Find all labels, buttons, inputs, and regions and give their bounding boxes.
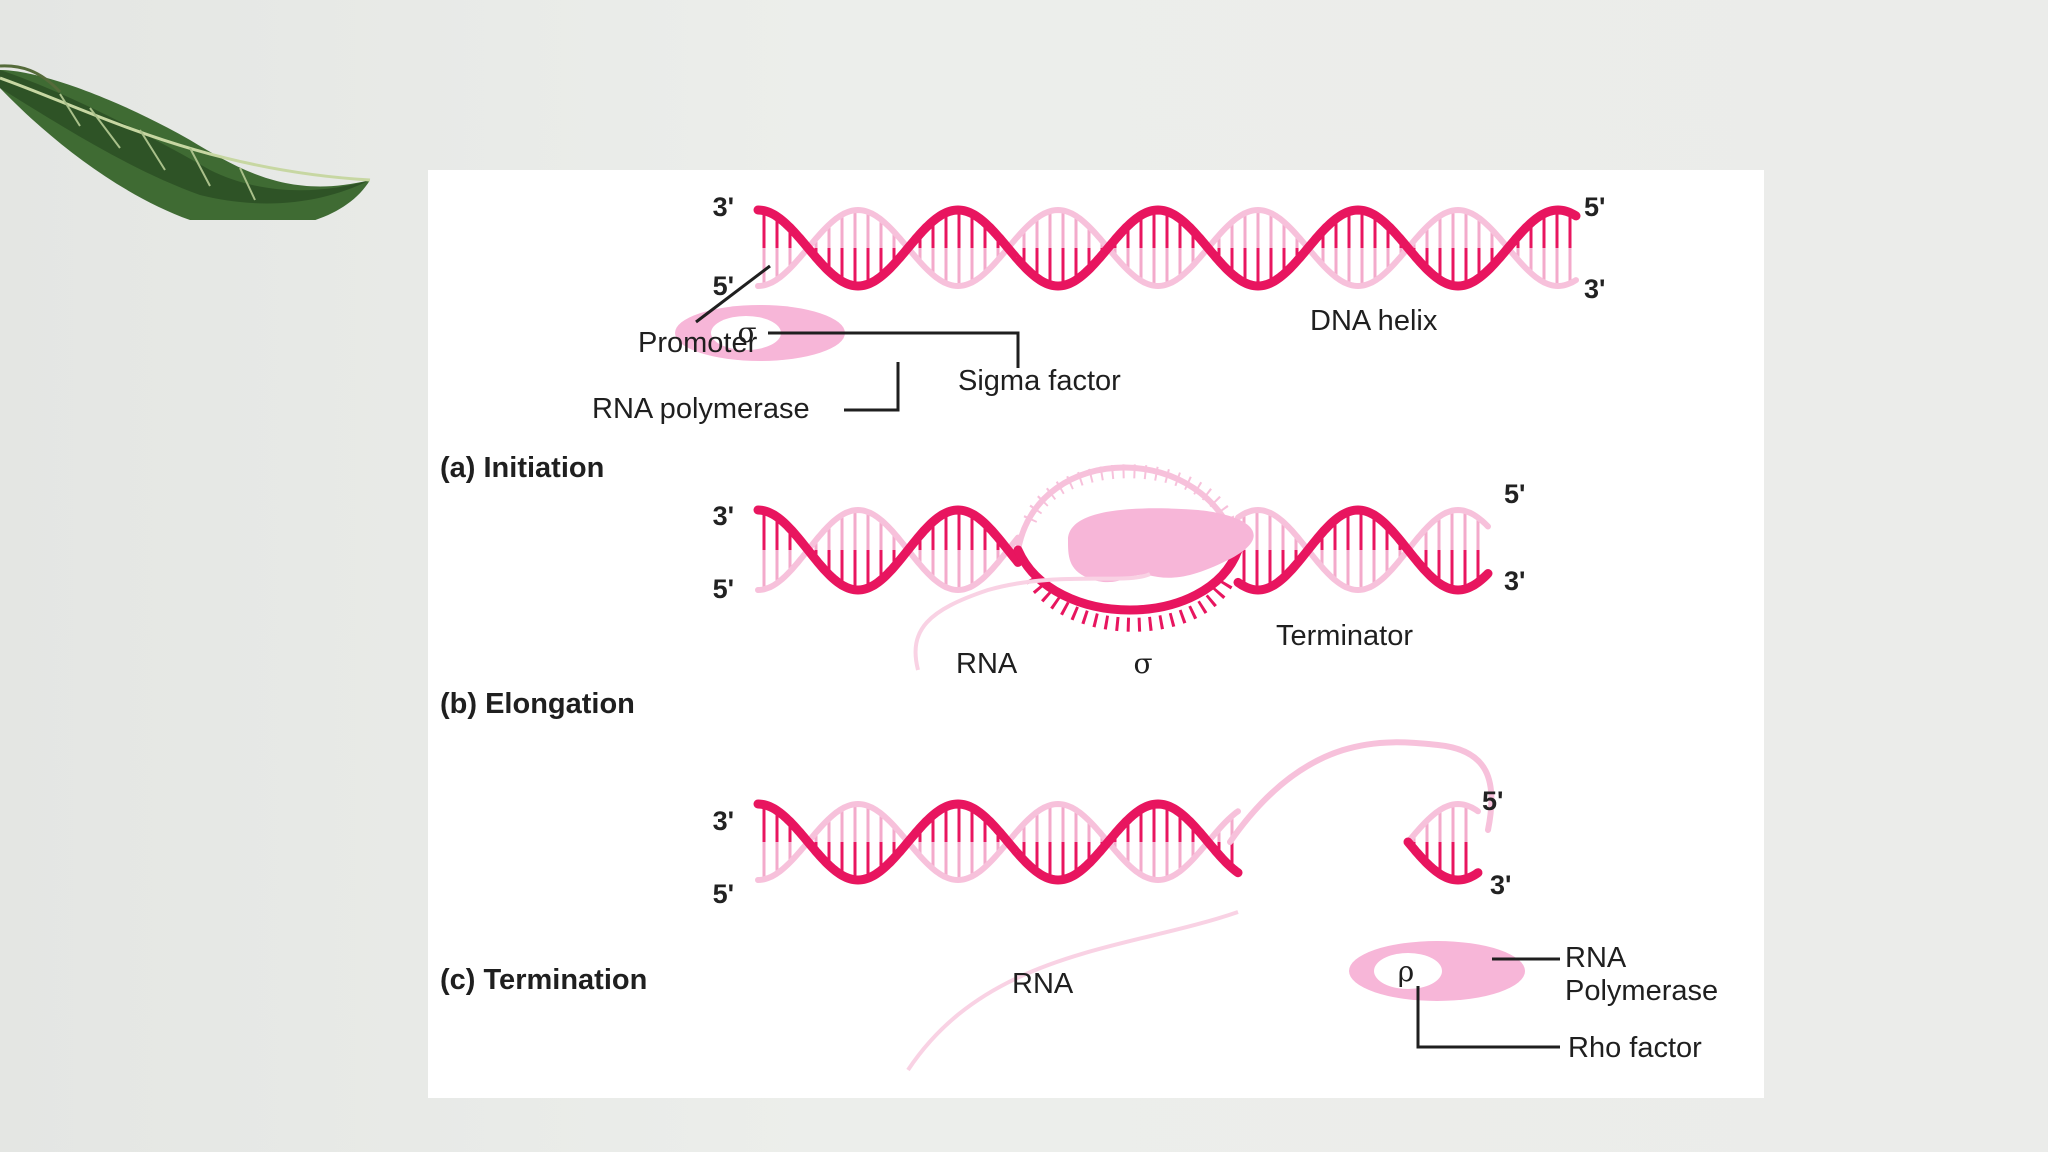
initiation-dna-helix — [753, 205, 1581, 291]
termination-rna-polymerase-label-line2: Polymerase — [1565, 975, 1718, 1007]
termination-dna-helix — [753, 799, 1483, 885]
elongation-rna-transcript — [913, 572, 1151, 671]
elongation-template-strand — [755, 506, 1021, 594]
termination-right-bottom-end: 3' — [1490, 870, 1511, 900]
initiation-sigma-symbol: σ — [737, 316, 756, 349]
termination-left-bottom-end: 5' — [713, 879, 734, 909]
termination-rna-label: RNA — [1012, 968, 1074, 1000]
elongation-template-strand — [1235, 506, 1491, 594]
initiation-template-strand — [755, 206, 1579, 290]
initiation-sigma-shape — [711, 316, 781, 350]
initiation-right-bottom-end: 3' — [1584, 274, 1605, 304]
elongation-rna-label: RNA — [956, 648, 1018, 680]
initiation-left-top-end: 3' — [713, 192, 734, 222]
initiation-coding-strand — [753, 205, 1581, 291]
termination-released-strand — [1227, 739, 1495, 845]
termination-coding-strand — [1403, 837, 1483, 885]
initiation-right-top-end: 5' — [1584, 192, 1605, 222]
elongation-sigma-symbol: σ — [1133, 647, 1152, 680]
elongation-bubble-rungs-bottom — [1025, 574, 1235, 632]
rna-polymerase-leader — [844, 362, 900, 412]
initiation-left-bottom-end: 5' — [713, 271, 734, 301]
dna-helix-label: DNA helix — [1310, 305, 1438, 337]
terminator-label: Terminator — [1276, 620, 1413, 652]
sigma-factor-leader — [768, 331, 1020, 368]
elongation-left-bottom-end: 5' — [713, 574, 734, 604]
elongation-right-bottom-end: 3' — [1504, 566, 1525, 596]
termination-rho-symbol: ρ — [1398, 955, 1414, 988]
rho-factor-leader — [1416, 986, 1560, 1049]
elongation-coding-strand — [753, 505, 1023, 595]
termination-template-strand — [1405, 800, 1481, 845]
elongation-stage-label: (b) Elongation — [440, 688, 635, 720]
termination-stage-label: (c) Termination — [440, 964, 647, 996]
rho-factor-label: Rho factor — [1568, 1032, 1702, 1064]
elongation-right-top-end: 5' — [1504, 479, 1525, 509]
sigma-factor-label: Sigma factor — [958, 365, 1121, 397]
elongation-dna-helix — [753, 505, 1493, 595]
termination-template-strand — [755, 800, 1241, 884]
rna-polymerase-label: RNA polymerase — [592, 393, 810, 425]
transcription-diagram-panel: 3' 5' 5' 3' Promoter σ Sigma factor RNA … — [428, 170, 1764, 1098]
termination-rna-polymerase-label-line1: RNA — [1565, 942, 1627, 974]
termination-left-top-end: 3' — [713, 806, 734, 836]
leaf-icon — [0, 64, 371, 220]
termination-right-top-end: 5' — [1482, 786, 1503, 816]
termination-coding-strand — [753, 799, 1243, 885]
initiation-stage-label: (a) Initiation — [440, 452, 604, 484]
termination-rho-shape — [1374, 953, 1442, 989]
promoter-leader — [695, 264, 771, 324]
elongation-coding-strand — [1233, 505, 1493, 595]
promoter-label: Promoter — [638, 327, 758, 359]
termination-rna-transcript — [906, 910, 1239, 1072]
transcription-diagram: 3' 5' 5' 3' Promoter σ Sigma factor RNA … — [440, 192, 1718, 1072]
elongation-left-top-end: 3' — [713, 501, 734, 531]
elongation-rna-polymerase-shape — [1068, 508, 1254, 583]
